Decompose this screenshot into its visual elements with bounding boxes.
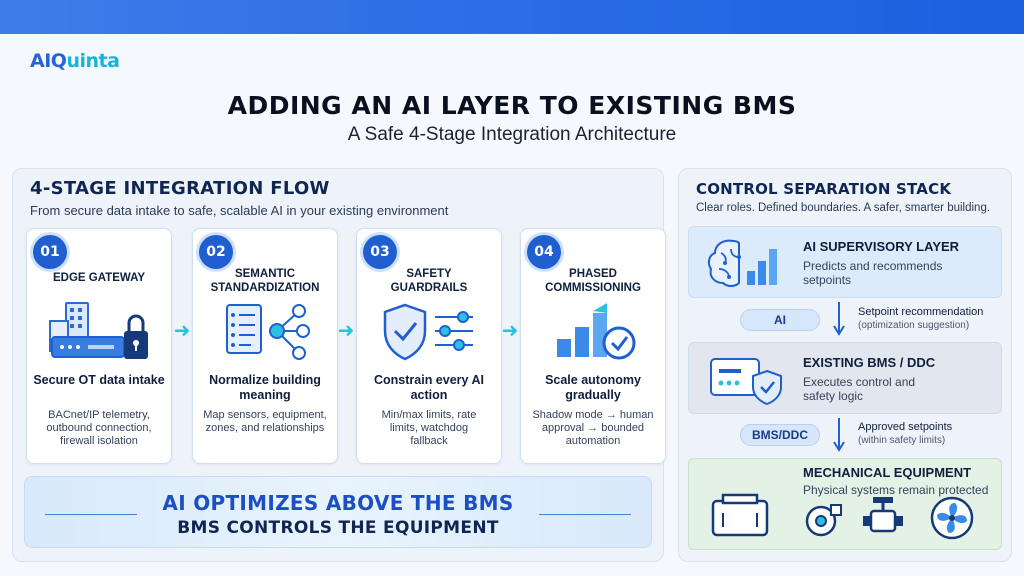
stage-headline: Scale autonomy gradually — [545, 373, 641, 402]
top-banner-bar — [0, 0, 1024, 34]
connector-pill-bms: BMS/DDC — [740, 424, 820, 446]
connector-pill-ai: AI — [740, 309, 820, 331]
ai-bms-banner: AI OPTIMIZES ABOVE THE BMS BMS CONTROLS … — [24, 476, 652, 548]
flow-subheading: From secure data intake to safe, scalabl… — [30, 203, 449, 218]
stage-description: Map sensors, equipment, zones, and relat… — [203, 409, 327, 434]
pump-icon — [801, 497, 845, 545]
stage-description: Min/max limits, rate limits, watchdog fa… — [381, 409, 477, 447]
down-arrow-icon — [833, 418, 845, 452]
down-arrow-icon — [833, 302, 845, 336]
stage-description: Shadow mode → human approval → bounded a… — [532, 409, 654, 447]
flow-arrow-icon: ➜ — [173, 318, 191, 342]
stage-card-edge-gateway: 01 EDGE GATEWAY Secure OT data intake BA… — [26, 228, 172, 464]
stage-number: 02 — [199, 235, 233, 269]
stage-title: PHASED COMMISSIONING — [545, 268, 641, 294]
stage-number: 03 — [363, 235, 397, 269]
stack-subheading: Clear roles. Defined boundaries. A safer… — [696, 202, 991, 214]
banner-subheadline: BMS CONTROLS THE EQUIPMENT — [177, 518, 499, 538]
stage-description: BACnet/IP telemetry, outbound connection… — [46, 409, 152, 447]
stage-title: SEMANTIC STANDARDIZATION — [210, 268, 320, 294]
controller-shield-icon — [709, 353, 785, 411]
page-title: ADDING AN AI LAYER TO EXISTING BMS — [227, 91, 797, 120]
stage-number: 01 — [33, 235, 67, 269]
stage-card-semantic: 02 SEMANTIC STANDARDIZATION Normalize bu… — [192, 228, 338, 464]
bar-chart-check-icon — [521, 299, 665, 367]
fan-icon — [929, 495, 975, 545]
banner-divider — [539, 514, 631, 515]
stage-title: EDGE GATEWAY — [52, 272, 146, 284]
page-subtitle: A Safe 4-Stage Integration Architecture — [347, 124, 677, 145]
valve-icon — [861, 493, 905, 545]
connector-label: Setpoint recommendation(optimization sug… — [858, 306, 984, 331]
stage-card-safety: 03 SAFETY GUARDRAILS Constrain every AI … — [356, 228, 502, 464]
stage-title: SAFETY GUARDRAILS — [390, 268, 468, 294]
document-network-icon — [193, 299, 337, 367]
brain-chart-icon — [705, 235, 785, 295]
stage-number: 04 — [527, 235, 561, 269]
layer-mechanical-equipment: MECHANICAL EQUIPMENT Physical systems re… — [688, 458, 1002, 550]
flow-heading: 4-STAGE INTEGRATION FLOW — [30, 178, 330, 199]
stage-card-commissioning: 04 PHASED COMMISSIONING Scale autonomy g… — [520, 228, 666, 464]
connector-label: Approved setpoints(within safety limits) — [858, 421, 953, 446]
shield-sliders-icon — [357, 299, 501, 367]
stage-headline: Secure OT data intake — [33, 373, 165, 387]
stage-headline: Constrain every AI action — [374, 373, 484, 402]
layer-title: MECHANICAL EQUIPMENT — [803, 465, 972, 480]
layer-title: AI SUPERVISORY LAYER — [803, 239, 960, 254]
stage-headline: Normalize building meaning — [209, 373, 321, 402]
flow-arrow-icon: ➜ — [337, 318, 355, 342]
layer-title: EXISTING BMS / DDC — [803, 355, 936, 370]
flow-arrow-icon: ➜ — [501, 318, 519, 342]
layer-description: Physical systems remain protected — [803, 483, 989, 497]
layer-ai-supervisory: AI SUPERVISORY LAYER Predicts and recomm… — [688, 226, 1002, 298]
company-logo: AIQuinta — [30, 50, 120, 72]
chiller-icon — [709, 491, 771, 545]
stack-heading: CONTROL SEPARATION STACK — [696, 180, 952, 198]
banner-divider — [45, 514, 137, 515]
gateway-lock-icon — [27, 299, 171, 367]
banner-headline: AI OPTIMIZES ABOVE THE BMS — [162, 491, 514, 515]
